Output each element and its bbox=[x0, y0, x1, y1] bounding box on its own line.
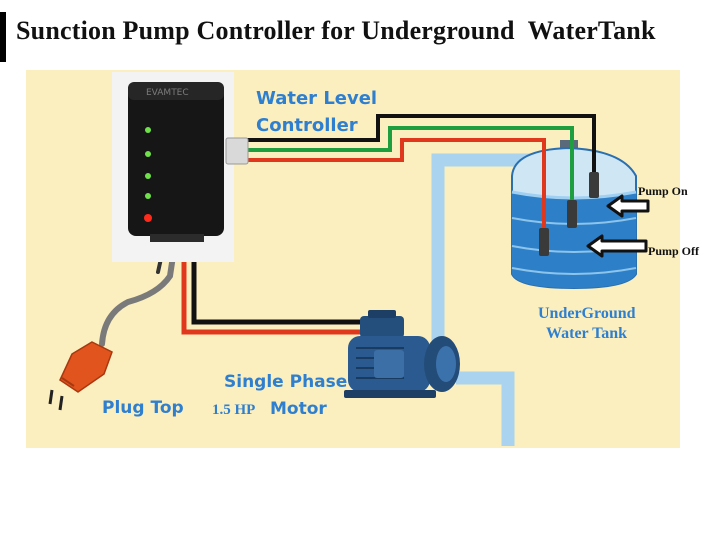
page-title: Sunction Pump Controller for Underground… bbox=[16, 16, 656, 45]
sensor-wires bbox=[226, 114, 596, 236]
led-indicator bbox=[145, 173, 151, 179]
pump-on-label: Pump On bbox=[638, 184, 688, 198]
controller-icon: EVAMTEC bbox=[112, 72, 249, 262]
level-probes bbox=[539, 172, 599, 256]
led-indicator bbox=[144, 214, 152, 222]
plug-icon bbox=[48, 341, 113, 411]
led-indicator bbox=[145, 151, 151, 157]
arrow-left-icon bbox=[606, 194, 650, 218]
motor-label-line2: Motor bbox=[270, 399, 327, 419]
tank-label-line1: UnderGround bbox=[538, 305, 636, 322]
motor-label-hp: 1.5 HP bbox=[212, 402, 255, 418]
device-brand: EVAMTEC bbox=[146, 88, 189, 98]
led-indicator bbox=[145, 193, 151, 199]
motor-label-line1: Single Phase bbox=[224, 372, 347, 392]
controller-label-line2: Controller bbox=[256, 115, 358, 136]
plug-label: Plug Top bbox=[102, 398, 184, 418]
title-accent-bar bbox=[0, 12, 6, 62]
motor-wires bbox=[181, 238, 362, 335]
tank-label-line2: Water Tank bbox=[546, 325, 627, 342]
arrow-left-icon bbox=[586, 234, 648, 258]
pump-off-label: Pump Off bbox=[648, 244, 700, 258]
controller-label-line1: Water Level bbox=[256, 88, 377, 109]
led-indicator bbox=[145, 127, 151, 133]
motor-icon bbox=[344, 310, 460, 398]
